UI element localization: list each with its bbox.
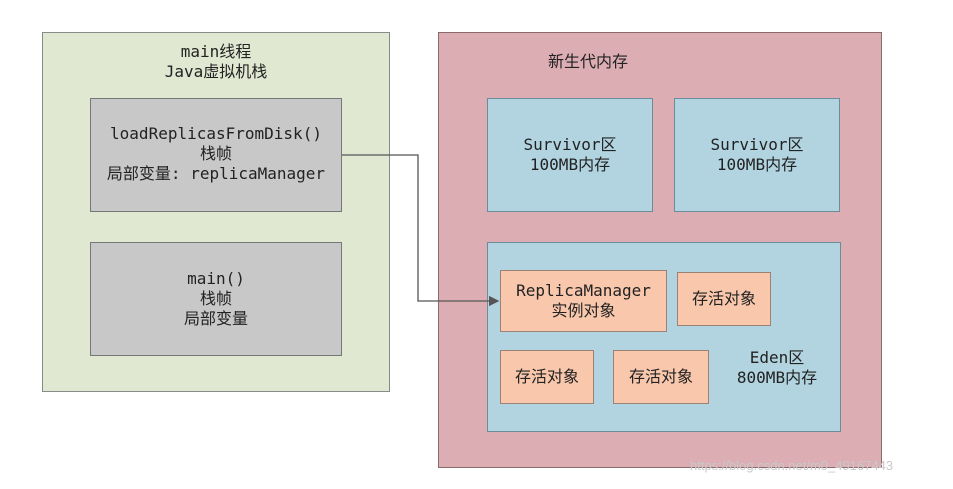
- region-size: 800MB内存: [736, 368, 818, 387]
- object-type: 实例对象: [551, 301, 616, 320]
- alive-object-label: 存活对象: [691, 289, 756, 308]
- young-generation-title: 新生代内存: [548, 52, 629, 71]
- region-name: Survivor区: [523, 135, 617, 154]
- survivor-region-2: [674, 98, 840, 212]
- region-name: Eden区: [749, 348, 805, 367]
- object-class-name: ReplicaManager: [516, 281, 651, 300]
- method-name: loadReplicasFromDisk(): [110, 124, 322, 143]
- local-variable-label: 局部变量: replicaManager: [106, 164, 326, 183]
- frame-label: 栈帧: [199, 144, 232, 163]
- region-size: 100MB内存: [716, 155, 798, 174]
- region-name: Survivor区: [710, 135, 804, 154]
- alive-object-label: 存活对象: [514, 367, 579, 386]
- eden-region-label: Eden区 800MB内存: [722, 348, 832, 388]
- stack-frame-loadreplicas-label: loadReplicasFromDisk() 栈帧 局部变量: replicaM…: [90, 124, 342, 184]
- survivor-region-2-label: Survivor区 100MB内存: [674, 135, 840, 175]
- thread-name: main线程: [180, 42, 252, 61]
- local-variable-label: 局部变量: [183, 309, 248, 328]
- replicamanager-object: [500, 270, 667, 332]
- watermark-text: https://blog.csdn.net/m0_49167443: [690, 458, 894, 473]
- survivor-region-1-label: Survivor区 100MB内存: [487, 135, 653, 175]
- frame-label: 栈帧: [199, 289, 232, 308]
- stack-frame-main: [90, 242, 342, 356]
- survivor-region-1: [487, 98, 653, 212]
- replicamanager-object-label: ReplicaManager 实例对象: [500, 281, 667, 321]
- alive-object: [500, 350, 594, 404]
- method-name: main(): [187, 269, 245, 288]
- alive-object: [613, 350, 709, 404]
- alive-object-label: 存活对象: [628, 367, 693, 386]
- stack-frame-main-label: main() 栈帧 局部变量: [90, 269, 342, 329]
- jvm-stack-title: main线程 Java虚拟机栈: [42, 42, 390, 82]
- alive-object: [677, 272, 771, 326]
- stack-frame-loadreplicas: [90, 98, 342, 212]
- stack-name: Java虚拟机栈: [164, 62, 268, 81]
- region-size: 100MB内存: [529, 155, 611, 174]
